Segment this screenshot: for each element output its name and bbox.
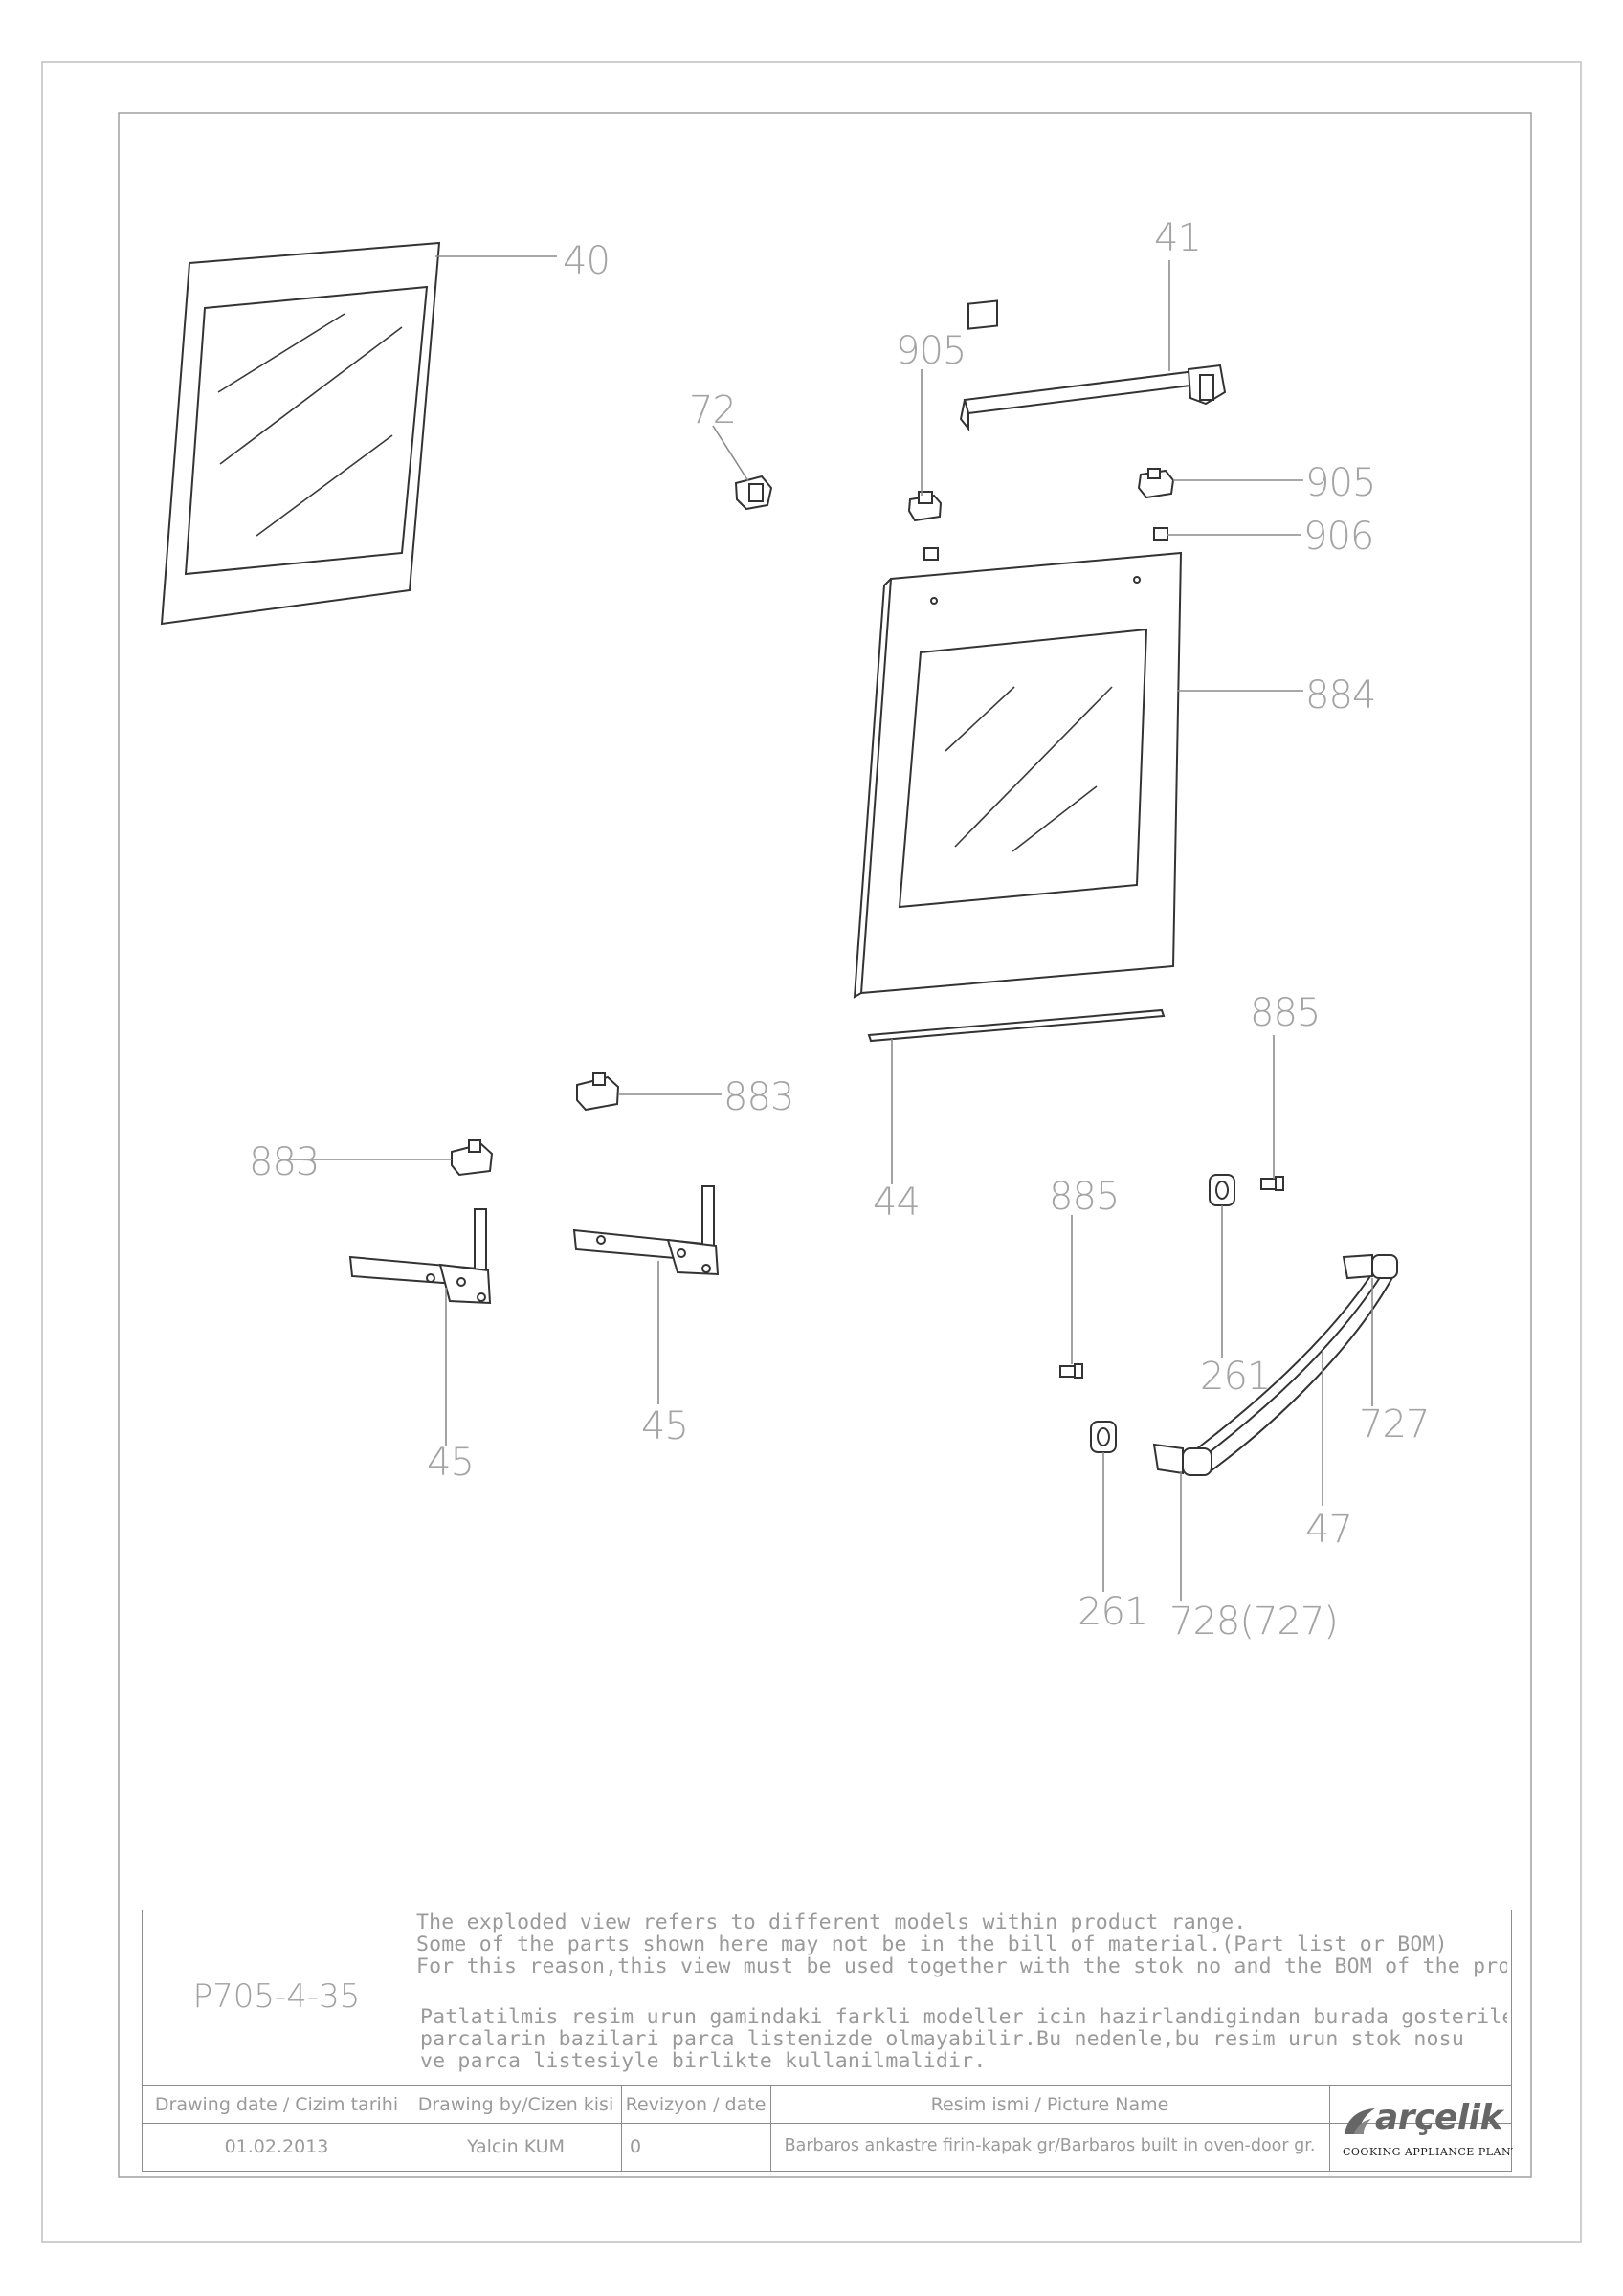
part-44-bottom-strip xyxy=(867,1008,1166,1043)
revision: 0 xyxy=(629,2136,642,2157)
part-45-left-hinge xyxy=(348,1208,492,1305)
part-883-upper-hinge-block xyxy=(576,1072,620,1112)
note-en-2: Some of the parts shown here may not be … xyxy=(416,1933,1448,1956)
note-tr-1: Patlatilmis resim urun gamindaki farkli … xyxy=(420,2006,1507,2029)
title-block: P705-4-35 The exploded view refers to di… xyxy=(142,1910,1513,2173)
label-45-left: 45 xyxy=(427,1441,474,1485)
drawing-date-label: Drawing date / Cizim tarihi xyxy=(154,2094,399,2115)
part-905-left-clip xyxy=(907,491,943,522)
drawing-date: 01.02.2013 xyxy=(224,2136,329,2157)
part-885-right-screw xyxy=(1260,1176,1284,1191)
picture-name: Barbaros ankastre firin-kapak gr/Barbaro… xyxy=(784,2136,1316,2155)
label-47: 47 xyxy=(1305,1508,1352,1552)
label-885-left: 885 xyxy=(1049,1175,1119,1219)
outer-frame xyxy=(41,61,1582,2243)
revision-label: Revizyon / date xyxy=(625,2094,767,2115)
part-40-outer-glass xyxy=(160,241,441,626)
label-45-middle: 45 xyxy=(641,1404,688,1448)
plant-name: COOKING APPLIANCE PLANT xyxy=(1343,2146,1513,2158)
note-tr-3: ve parca listesiyle birlikte kullanilmal… xyxy=(420,2050,987,2073)
drawing-by: Yalcin KUM xyxy=(467,2136,565,2157)
arcelik-logo-icon xyxy=(1345,2108,1375,2134)
part-906-clip xyxy=(1153,527,1168,541)
part-906-left-clip xyxy=(923,547,939,561)
drawing-by-label: Drawing by/Cizen kisi xyxy=(417,2094,614,2115)
part-884-inner-door xyxy=(853,551,1183,999)
part-261-lower-bushing xyxy=(1090,1421,1117,1453)
label-905-right: 905 xyxy=(1305,461,1375,505)
label-728: 728(727) xyxy=(1169,1600,1338,1644)
part-883-left-hinge-block xyxy=(451,1139,494,1177)
inner-frame xyxy=(118,112,1532,2178)
part-72-clip xyxy=(734,475,773,511)
part-261-upper-bushing xyxy=(1209,1174,1235,1206)
picture-name-label: Resim ismi / Picture Name xyxy=(930,2094,1169,2115)
part-47-handle xyxy=(1152,1253,1398,1476)
label-905-left: 905 xyxy=(896,329,966,373)
label-727: 727 xyxy=(1359,1402,1429,1446)
label-906: 906 xyxy=(1303,515,1373,559)
label-883-left: 883 xyxy=(249,1140,319,1184)
part-905-right-clip xyxy=(1137,468,1175,499)
label-40: 40 xyxy=(563,239,610,283)
label-883-upper: 883 xyxy=(723,1075,793,1119)
label-72: 72 xyxy=(689,388,736,432)
label-261-upper: 261 xyxy=(1200,1355,1270,1399)
drawing-code: P705-4-35 xyxy=(192,1977,361,2016)
brand-name: arçelik xyxy=(1375,2098,1502,2137)
note-en-3: For this reason,this view must be used t… xyxy=(416,1955,1507,1978)
label-885-right: 885 xyxy=(1250,991,1320,1035)
part-45-middle-hinge xyxy=(572,1185,720,1276)
label-884: 884 xyxy=(1305,673,1375,718)
brand-block: arçelik COOKING APPLIANCE PLANT xyxy=(1329,2085,1513,2173)
label-44: 44 xyxy=(873,1181,920,1225)
label-41: 41 xyxy=(1154,216,1201,260)
label-261-lower: 261 xyxy=(1078,1590,1147,1634)
part-885-left-screw xyxy=(1059,1363,1083,1379)
note-tr-2: parcalarin bazilari parca listenizde olm… xyxy=(420,2028,1464,2051)
part-41-top-profile xyxy=(959,299,1227,431)
note-en-1: The exploded view refers to different mo… xyxy=(416,1911,1247,1934)
